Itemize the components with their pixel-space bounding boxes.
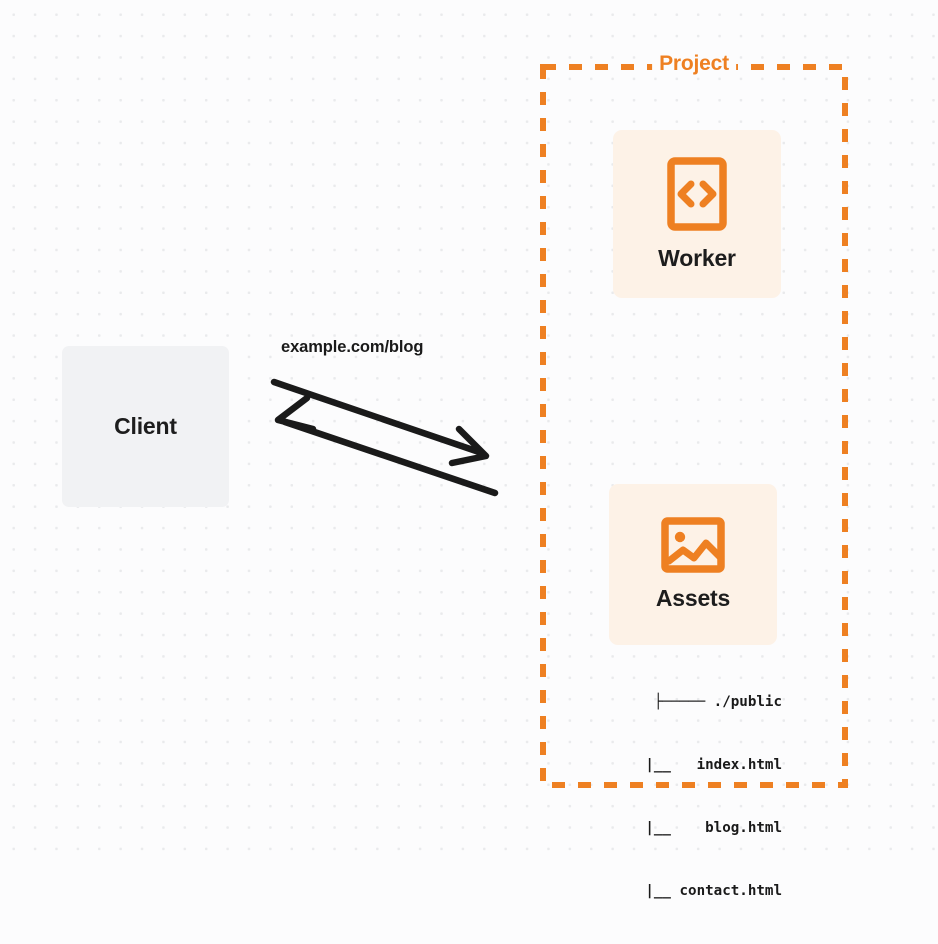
client-node-label: Client [114,413,177,439]
tree-row-index-html: |__ index.html [611,757,782,773]
tree-row-contact-html: |__ contact.html [611,883,782,899]
assets-card[interactable]: Assets [609,484,777,645]
project-group: Project [540,52,848,788]
worker-card[interactable]: Worker [613,130,781,298]
worker-card-label: Worker [658,244,736,271]
client-node[interactable]: Client [62,346,229,507]
tree-row-blog-html: |__ blog.html [611,820,782,836]
project-dashed-border [540,64,848,788]
connection-url-label: example.com/blog [281,338,424,356]
asset-file-tree: ├───── ./public |__ index.html |__ blog.… [560,650,782,944]
project-group-title: Project [652,52,736,76]
code-brackets-icon [667,156,727,231]
image-icon [661,517,725,573]
diagram-canvas: Client example.com/blog Project [0,0,938,899]
response-arrow [274,394,499,497]
request-arrow [270,378,490,467]
assets-card-label: Assets [655,585,731,611]
tree-row-public: ├───── ./public [653,694,782,710]
